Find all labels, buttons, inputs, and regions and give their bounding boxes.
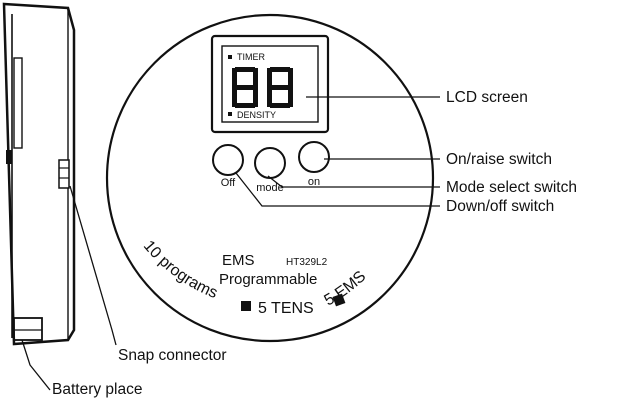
separator-square: [241, 301, 251, 311]
lcd-timer-label: TIMER: [237, 52, 265, 62]
model-text: HT329L2: [286, 257, 328, 268]
callout-battery-place: Battery place: [52, 381, 142, 398]
lcd-digit-left: [232, 67, 258, 108]
separator-square: [332, 293, 346, 307]
callout-on-raise-switch: On/raise switch: [446, 151, 552, 168]
callout-snap-connector: Snap connector: [118, 347, 227, 364]
mode-button[interactable]: [254, 147, 286, 179]
callout-down-off-switch: Down/off switch: [446, 198, 554, 215]
battery-place: [13, 317, 43, 341]
programmable-text: Programmable: [219, 271, 317, 288]
brand-text: EMS: [222, 252, 255, 269]
callout-mode-select-switch: Mode select switch: [446, 179, 577, 196]
side-view: [2, 2, 76, 346]
lcd-digit-right: [267, 67, 293, 108]
arc-text-tens: 5 TENS: [258, 300, 314, 317]
callout-lcd-screen: LCD screen: [446, 89, 528, 106]
snap-connector: [58, 159, 70, 189]
off-button-label: Off: [221, 177, 236, 189]
lcd-screen: TIMER DENSITY: [210, 34, 330, 134]
off-button[interactable]: [212, 144, 244, 176]
on-button-label: on: [308, 176, 320, 188]
on-button[interactable]: [298, 141, 330, 173]
leader-lines: [21, 96, 440, 391]
lcd-density-label: DENSITY: [237, 110, 276, 120]
mode-button-label: mode: [256, 182, 284, 194]
